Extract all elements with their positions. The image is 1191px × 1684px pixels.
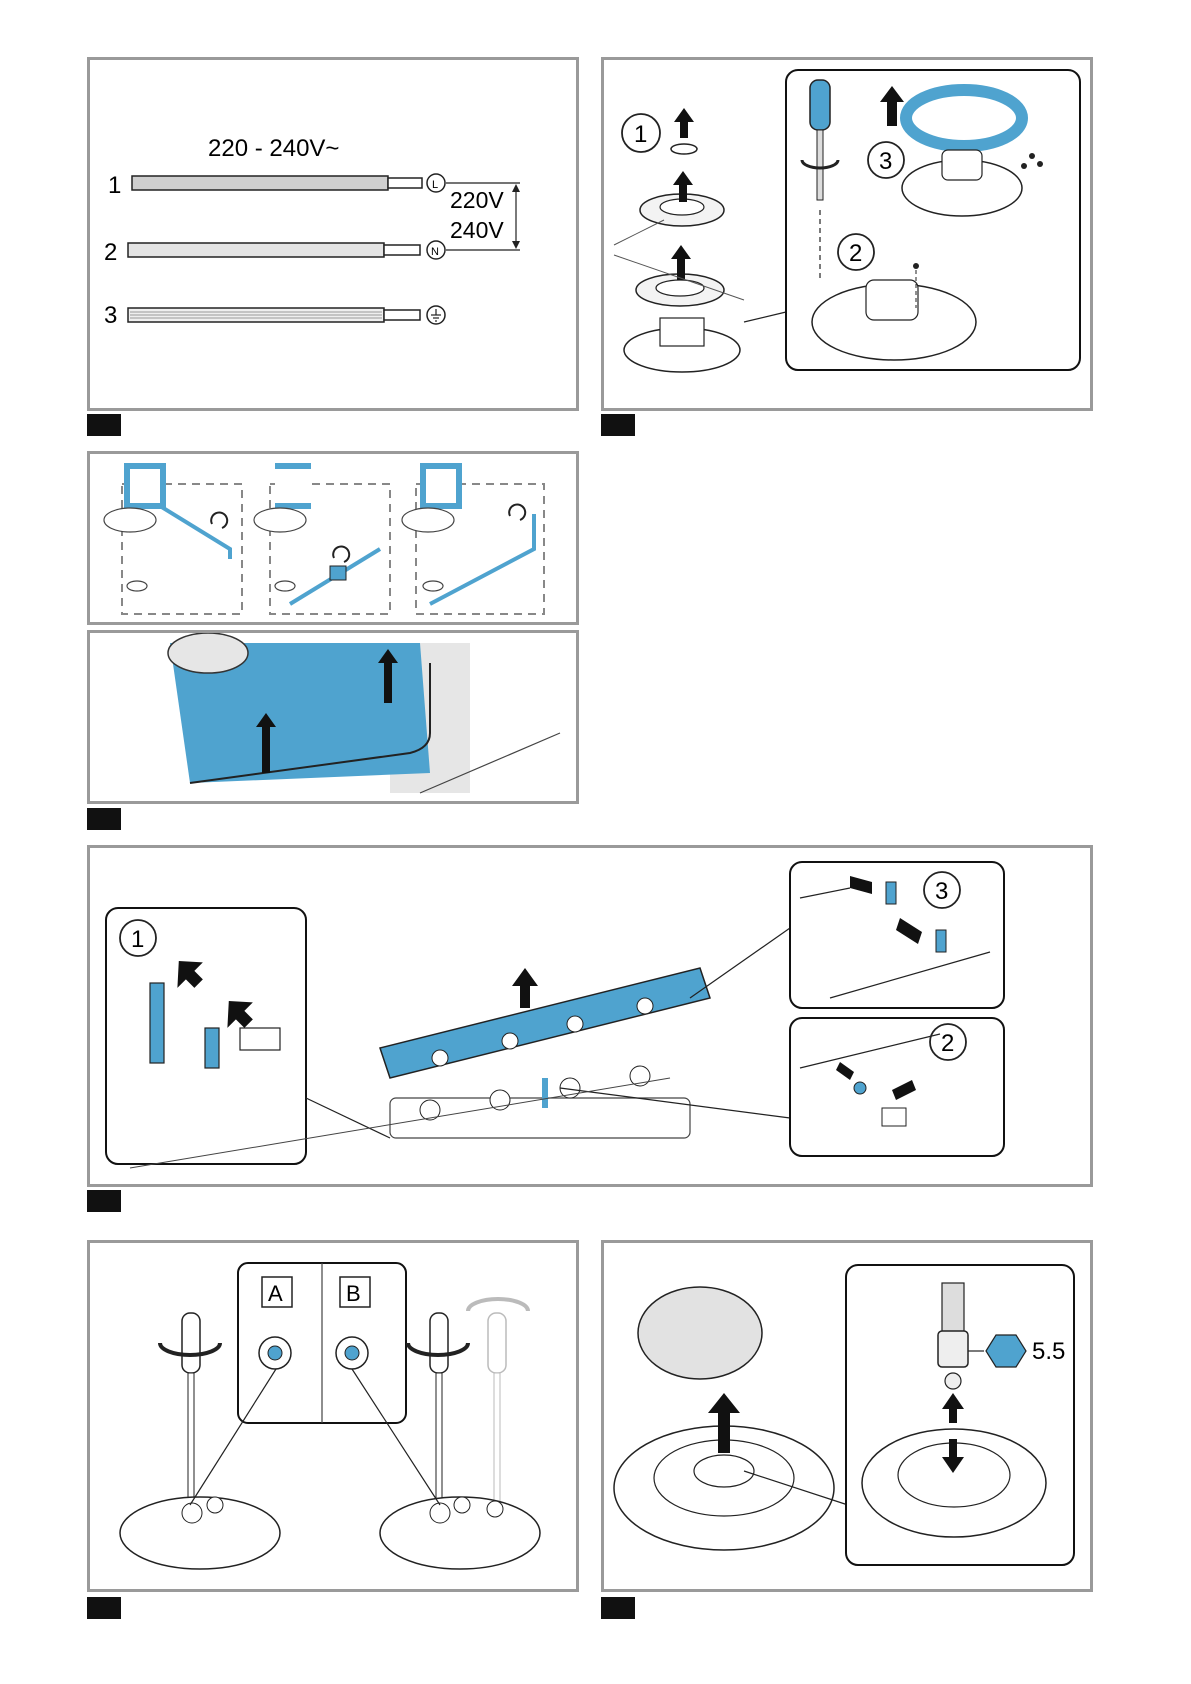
up-arrow-icon (674, 108, 694, 138)
option-b-label: B (346, 1281, 361, 1306)
voltage-bottom-label: 240V (450, 217, 504, 243)
seal-orientation-diagram (90, 454, 576, 622)
figure-5-control-board-panel: 1 3 (87, 845, 1093, 1187)
valve-adjustment-diagram: A B (90, 1243, 576, 1589)
figure-3-seal-panel (87, 451, 579, 625)
step-3-number: 3 (879, 148, 892, 175)
voltage-top-label: 220V (450, 187, 504, 213)
socket-wrench (942, 1283, 964, 1333)
cap-ring (671, 144, 697, 154)
figure-6-tag (87, 1597, 121, 1619)
neutral-terminal-letter: N (431, 246, 439, 258)
gas-valves (390, 1066, 690, 1138)
step-2-number: 2 (941, 1030, 954, 1057)
figure-1-wiring-panel: 220 - 240V~ 1 L 2 N 3 220V 240V (87, 57, 579, 411)
rotate-arrow-icon (468, 1299, 528, 1311)
figure-5-tag (87, 1190, 121, 1212)
figure-7-tag (601, 1597, 635, 1619)
screwdriver-handle (810, 80, 830, 130)
wire-2-number: 2 (104, 239, 117, 266)
voltage-label: 220 - 240V~ (208, 135, 339, 162)
option-a-label: A (268, 1281, 283, 1306)
step-3-number: 3 (935, 878, 948, 905)
seal-variant-3 (402, 466, 544, 614)
step-1-number: 1 (634, 121, 647, 148)
injector-diagram: 5.5 (604, 1243, 1090, 1589)
injector-nozzle (945, 1373, 961, 1389)
wire-1-insulation (132, 176, 388, 190)
wiring-diagram: 220 - 240V~ 1 L 2 N 3 220V 240V (90, 60, 576, 408)
figure-6-valve-adjustment-panel: A B (87, 1240, 579, 1592)
seal-variant-1 (104, 466, 242, 614)
figure-3-tag (87, 808, 121, 830)
figure-2-tag (601, 414, 635, 436)
wire-1-core (388, 178, 422, 188)
figure-4-seal-removal-panel (87, 630, 579, 804)
wire-2-core (384, 245, 420, 255)
wire-2-insulation (128, 243, 384, 257)
seal-removal-diagram (90, 633, 576, 801)
live-terminal-letter: L (432, 179, 438, 191)
wrench-size-label: 5.5 (1032, 1338, 1065, 1365)
up-arrow-icon (512, 968, 538, 1008)
clip-inset-bottom-right (790, 1018, 1004, 1156)
screwdriver-right (430, 1313, 448, 1373)
screwdriver-ghost (488, 1313, 506, 1373)
wire-1-number: 1 (108, 172, 121, 199)
step-1-number: 1 (131, 926, 144, 953)
control-board (380, 968, 710, 1078)
step-2-number: 2 (849, 240, 862, 267)
figure-7-injector-panel: 5.5 (601, 1240, 1093, 1592)
clip-inset-top-right (790, 862, 1004, 1008)
figure-1-tag (87, 414, 121, 436)
screwdriver-left (182, 1313, 200, 1373)
burner-disassembly-diagram: 1 3 2 (604, 60, 1090, 408)
figure-2-burner-panel: 1 3 2 (601, 57, 1093, 411)
wire-3-core (384, 310, 420, 320)
burner-cap (638, 1287, 762, 1379)
control-board-diagram: 1 3 (90, 848, 1090, 1184)
wire-3-number: 3 (104, 302, 117, 329)
seal-variant-2 (254, 466, 390, 614)
